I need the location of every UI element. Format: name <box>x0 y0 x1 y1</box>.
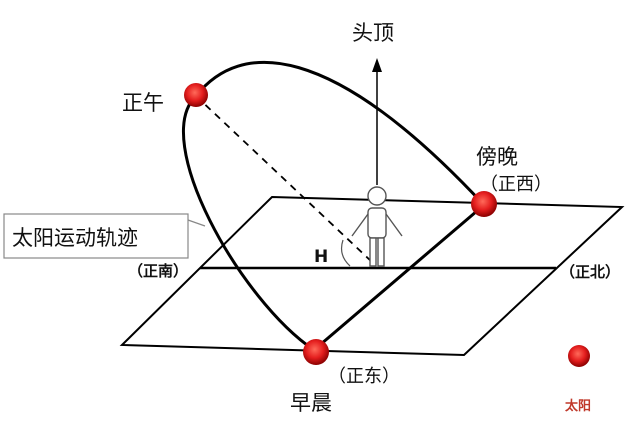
west-east-line <box>313 203 485 352</box>
morning-sun <box>303 339 329 365</box>
sun-path-label-box <box>3 213 189 259</box>
legend-sun-icon <box>568 345 590 367</box>
morning-label: 早晨 <box>290 391 332 415</box>
ground-plane <box>119 195 625 357</box>
noon-label: 正午 <box>122 91 164 115</box>
zenith-label: 头顶 <box>352 21 394 45</box>
noon-altitude-line <box>195 95 373 263</box>
observer-figure <box>351 186 403 267</box>
north-label: （正北） <box>560 263 620 281</box>
sun-path-label: 太阳运动轨迹 <box>12 226 138 250</box>
legend-label: 太阳 <box>564 398 591 414</box>
angle-label: H <box>314 247 328 267</box>
south-label: （正南） <box>128 262 188 280</box>
noon-sun <box>184 83 208 107</box>
altitude-angle-arc <box>340 239 351 267</box>
east-label: （正东） <box>328 366 400 387</box>
zenith-arrowhead <box>372 58 382 72</box>
evening-label: 傍晚 <box>476 145 518 169</box>
evening-sun <box>471 191 497 217</box>
sun-path-curve <box>182 60 486 352</box>
sun-path-callout-line <box>187 219 206 227</box>
west-label: （正西） <box>480 174 552 195</box>
